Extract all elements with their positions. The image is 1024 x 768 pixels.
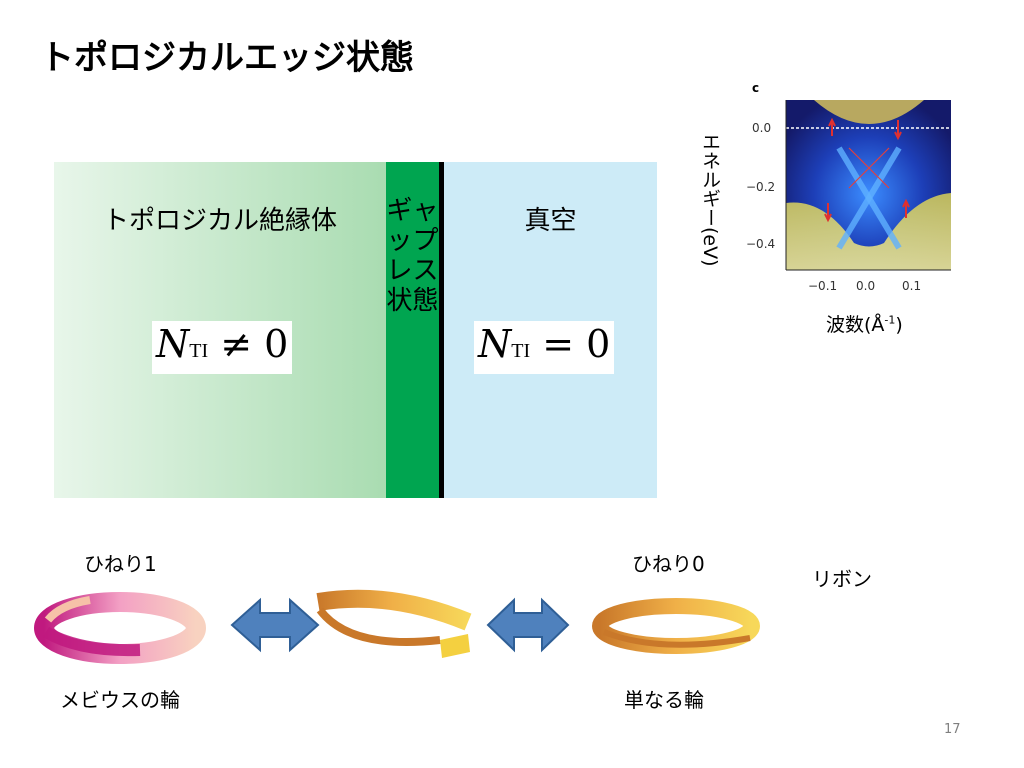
spin-arrow	[824, 203, 832, 223]
x-tick-label: −0.1	[808, 279, 837, 293]
conduction-band	[814, 100, 924, 124]
vacuum-label: 真空	[524, 206, 577, 236]
dirac-crossing	[848, 147, 890, 189]
y-tick-label: 0.0	[752, 121, 771, 135]
dirac-branch	[836, 146, 902, 250]
ti-label: トポロジカル絶縁体	[102, 206, 337, 236]
formula-subscript: TI	[189, 340, 209, 362]
twist-one-label: ひねり1	[84, 552, 157, 576]
spin-arrow	[828, 117, 836, 136]
wavenumber-exponent: -1	[884, 313, 896, 327]
gapless-state-region	[386, 162, 439, 498]
band-structure-plot: c 0.0 −0.2 −0.4 −0.1 0.0 0.1	[746, 81, 951, 293]
wavenumber-close: )	[895, 314, 903, 336]
page-number: 17	[944, 722, 961, 737]
slide-title: トポロジカルエッジ状態	[40, 38, 414, 78]
formula-symbol: N	[156, 322, 190, 366]
ti-formula: NTI ≠ 0	[152, 321, 293, 374]
wavenumber-axis-title: 波数(Å-1)	[826, 310, 903, 337]
mobius-label: メビウスの輪	[60, 688, 180, 712]
energy-axis-text: エネルギー(eV)	[699, 132, 721, 267]
formula-relation: ≠ 0	[220, 322, 289, 366]
double-arrow	[486, 597, 570, 653]
y-tick-label: −0.4	[746, 237, 775, 251]
simple-ring-label: 単なる輪	[624, 688, 704, 712]
x-tick-label: 0.0	[856, 279, 875, 293]
valence-band	[786, 193, 951, 270]
ribbon-illustrations	[34, 589, 760, 664]
x-tick-label: 0.1	[902, 279, 921, 293]
twist-zero-label: ひねり0	[632, 552, 705, 576]
wavenumber-text: 波数(Å	[826, 314, 885, 336]
double-arrow	[230, 597, 320, 653]
formula-relation: = 0	[542, 322, 611, 366]
energy-axis-title: エネルギー(eV)	[699, 132, 730, 271]
formula-subscript: TI	[511, 340, 531, 362]
vacuum-formula: NTI = 0	[474, 321, 615, 374]
panel-letter: c	[752, 81, 759, 95]
y-tick-label: −0.2	[746, 180, 775, 194]
boundary-line	[439, 162, 444, 498]
simple-ring	[592, 598, 760, 654]
ribbon-label: リボン	[812, 567, 872, 591]
formula-symbol: N	[478, 322, 512, 366]
gapless-label: ギャップレス状態	[386, 196, 439, 316]
spin-arrow	[902, 198, 910, 218]
open-ribbon	[316, 589, 472, 658]
spin-arrow	[894, 120, 902, 141]
mobius-strip	[34, 592, 206, 664]
